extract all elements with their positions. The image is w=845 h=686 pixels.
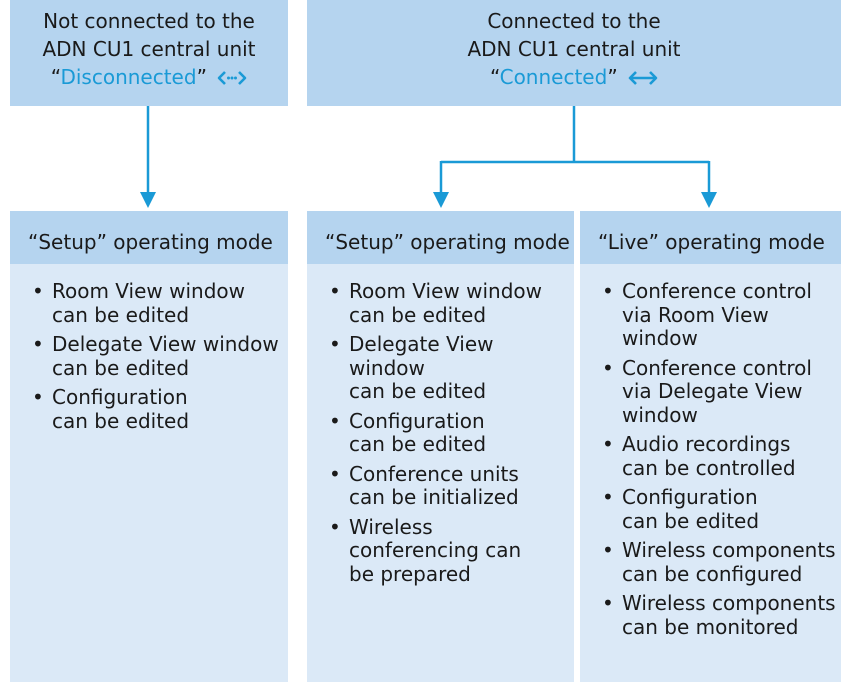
bullet-icon: • <box>329 332 341 356</box>
disconnected-arrows-icon <box>217 65 247 93</box>
quote-close: ” <box>607 65 618 89</box>
bullet-icon: • <box>602 432 614 456</box>
list-item: •Conference units can be initialized <box>329 461 519 509</box>
disconnected-state-box: Not connected to the ADN CU1 central uni… <box>10 0 288 106</box>
setup-mode-header-connected: “Setup” operating mode <box>307 211 574 264</box>
list-item: •Room View window can be edited <box>329 279 543 327</box>
arrowhead-left <box>140 192 156 208</box>
list-item: •Wireless components can be configured <box>602 538 836 586</box>
list-item: •Delegate View window can be edited <box>329 332 494 403</box>
bullet-icon: • <box>602 591 614 615</box>
bullet-icon: • <box>602 538 614 562</box>
setup-mode-list-connected: •Room View window can be edited •Delegat… <box>307 264 574 682</box>
list-item: •Audio recordings can be controlled <box>602 432 796 480</box>
arrowhead-right <box>701 192 717 208</box>
live-mode-header: “Live” operating mode <box>580 211 841 264</box>
column-title: “Setup” operating mode <box>28 230 273 254</box>
connected-line2: ADN CU1 central unit <box>467 37 681 61</box>
connected-arrows-icon <box>628 65 658 93</box>
setup-mode-list-disconnected: •Room View window can be edited •Delegat… <box>10 264 288 682</box>
list-item: •Configuration can be edited <box>602 485 760 533</box>
column-title: “Setup” operating mode <box>325 230 570 254</box>
connected-status-line: “Connected” <box>307 63 841 93</box>
bullet-icon: • <box>602 279 614 303</box>
bullet-icon: • <box>32 279 44 303</box>
bullet-icon: • <box>32 385 44 409</box>
connected-state-box: Connected to the ADN CU1 central unit “C… <box>307 0 841 106</box>
list-item: •Conference control via Room View window <box>602 279 812 350</box>
list-item: •Conference control via Delegate View wi… <box>602 355 812 427</box>
connected-line1: Connected to the <box>487 9 661 33</box>
connected-status-text: Connected <box>499 65 608 89</box>
list-item: •Wireless conferencing can be prepared <box>329 514 522 586</box>
disconnected-status-line: “Disconnected” <box>10 63 288 93</box>
column-title: “Live” operating mode <box>598 230 825 254</box>
quote-open: “ <box>489 65 500 89</box>
list-item: •Wireless components can be monitored <box>602 591 836 639</box>
quote-close: ” <box>196 65 207 89</box>
bullet-icon: • <box>329 514 341 539</box>
bullet-icon: • <box>329 408 341 433</box>
disconnected-line2: ADN CU1 central unit <box>42 37 256 61</box>
bullet-icon: • <box>602 355 614 380</box>
disconnected-status-text: Disconnected <box>60 65 197 89</box>
list-item: •Delegate View window can be edited <box>32 332 279 380</box>
bullet-icon: • <box>602 485 614 509</box>
bullet-icon: • <box>32 332 44 356</box>
bullet-icon: • <box>329 461 341 486</box>
list-item: •Room View window can be edited <box>32 279 246 327</box>
quote-open: “ <box>50 65 61 89</box>
arrowhead-mid <box>433 192 449 208</box>
setup-mode-header-disconnected: “Setup” operating mode <box>10 211 288 264</box>
disconnected-line1: Not connected to the <box>43 9 255 33</box>
bullet-icon: • <box>329 279 341 303</box>
list-item: •Configuration can be edited <box>329 408 487 456</box>
list-item: •Configuration can be edited <box>32 385 190 433</box>
live-mode-list: •Conference control via Room View window… <box>580 264 841 682</box>
